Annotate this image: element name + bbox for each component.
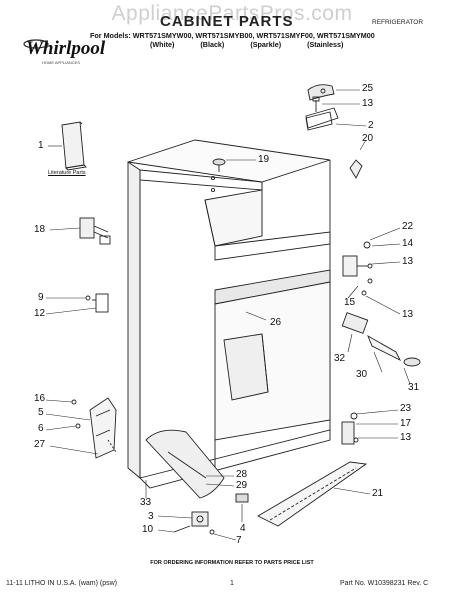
hinge-screw: [312, 96, 320, 112]
callout-6: 6: [38, 423, 44, 434]
brand-subtitle: HOME APPLIANCES: [42, 60, 81, 65]
callout-28: 28: [236, 469, 248, 480]
callout-30: 30: [356, 369, 368, 380]
callout-13: 13: [402, 309, 414, 320]
callout-13: 13: [402, 256, 414, 267]
callout-9: 9: [38, 292, 44, 303]
callout-27: 27: [34, 439, 46, 450]
literature-parts-label: Literature Parts: [48, 170, 86, 176]
door-handle-assembly: [341, 312, 421, 367]
callout-7: 7: [236, 535, 242, 546]
callout-26: 26: [270, 317, 282, 328]
variant-stainless: (Stainless): [307, 40, 344, 49]
callout-20: 20: [362, 133, 374, 144]
litho-info: 11-11 LITHO IN U.S.A. (wam) (psw): [6, 580, 117, 587]
toe-grille: [257, 461, 368, 527]
bottom-hinge: [341, 412, 359, 445]
bracket-18: [79, 217, 111, 245]
part-number: Part No. W10398231 Rev. C: [340, 580, 429, 587]
callout-5: 5: [38, 407, 44, 418]
callout-23: 23: [400, 403, 412, 414]
callout-16: 16: [34, 393, 46, 404]
cabinet-body: [127, 111, 333, 489]
callout-19: 19: [258, 154, 270, 165]
models-line: For Models: WRT571SMYW00, WRT571SMYB00, …: [90, 31, 375, 40]
top-plug: [210, 158, 226, 193]
callout-32: 32: [334, 353, 346, 364]
bracket-9-12: [85, 293, 109, 313]
leveling-hardware: [173, 493, 249, 535]
appliance-type: REFRIGERATOR: [372, 19, 424, 26]
callout-12: 12: [34, 308, 46, 319]
callout-10: 10: [142, 524, 154, 535]
callout-21: 21: [372, 488, 384, 499]
hinge-pin-cover: [349, 159, 363, 179]
logo-ring: [23, 39, 49, 49]
callout-2: 2: [368, 120, 374, 131]
callout-25: 25: [362, 83, 374, 94]
watermark: AppliancePartsPros.com: [111, 2, 353, 25]
callout-3: 3: [148, 511, 154, 522]
top-hinge: [305, 107, 339, 129]
variant-sparkle: (Sparkle): [250, 40, 282, 49]
variant-black: (Black): [200, 40, 225, 49]
leader-lines: [45, 89, 411, 541]
literature-parts-booklet: [61, 121, 87, 171]
lower-left-hardware: [71, 397, 117, 459]
drain-pan: [145, 429, 225, 499]
callout-31: 31: [408, 382, 420, 393]
callout-33: 33: [140, 497, 152, 508]
callout-22: 22: [402, 221, 414, 232]
callout-17: 17: [400, 418, 412, 429]
model-variants: (White) (Black) (Sparkle) (Stainless): [150, 40, 369, 49]
variant-white: (White): [150, 40, 175, 49]
page-number: 1: [230, 580, 234, 587]
callout-4: 4: [240, 523, 246, 534]
callout-18: 18: [34, 224, 46, 235]
callout-15: 15: [344, 297, 356, 308]
middle-hinge: [342, 241, 373, 296]
brand-logo: Whirlpool: [26, 38, 106, 59]
callout-14: 14: [402, 238, 414, 249]
callout-29: 29: [236, 480, 248, 491]
ordering-note: FOR ORDERING INFORMATION REFER TO PARTS …: [150, 560, 314, 566]
callout-13: 13: [362, 98, 374, 109]
callout-13: 13: [400, 432, 412, 443]
callout-1: 1: [38, 140, 44, 151]
hinge-cover: [307, 84, 335, 101]
diagram-title: CABINET PARTS: [160, 13, 294, 30]
